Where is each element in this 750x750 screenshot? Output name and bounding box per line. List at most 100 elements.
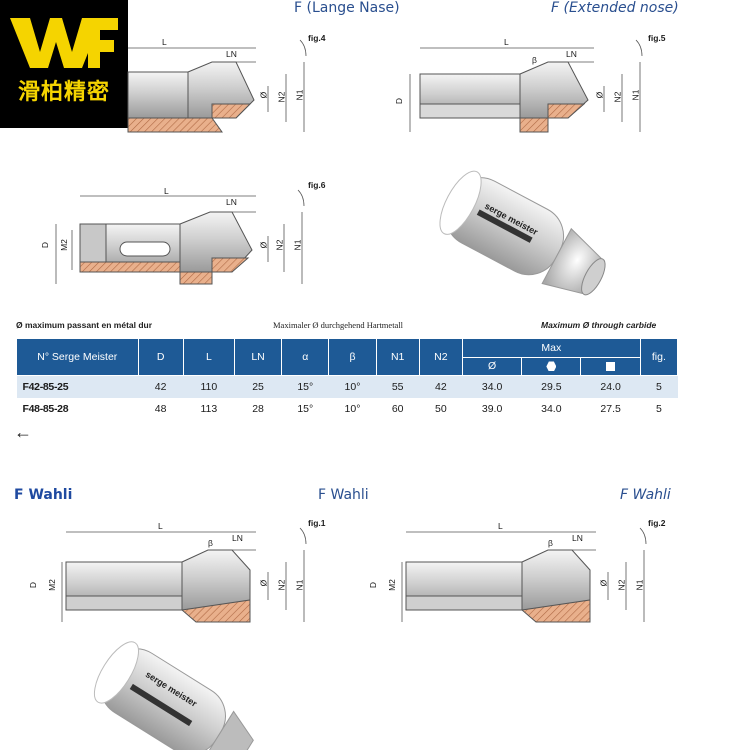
col-header-max-hex (521, 356, 582, 376)
fig6-drawing (55, 189, 305, 285)
hexagon-icon (546, 361, 557, 372)
fig5-drawing (409, 39, 643, 133)
logo-mark-icon (10, 18, 118, 68)
fig5-L-label: L (504, 37, 509, 47)
cell-alpha: 15° (297, 403, 314, 415)
cell-max-square: 27.5 (600, 403, 621, 415)
fig2-N1-label: N1 (634, 579, 645, 591)
cell-part: F48-85-28 (22, 403, 69, 415)
fig5-LN-label: LN (566, 49, 577, 59)
fig1-M2-label: M2 (46, 579, 57, 591)
logo-text: 滑柏精密 (17, 80, 110, 105)
cell-max-hex: 29.5 (521, 375, 581, 398)
brand-name-bottom: serge meister (143, 669, 199, 709)
fig2-D-label: D (368, 581, 379, 589)
fig2-N2-label: N2 (616, 579, 627, 591)
fig6-dia-label: Ø (258, 241, 269, 249)
cell-part: F42-85-25 (16, 375, 139, 398)
fig6-M2-label: M2 (58, 239, 69, 251)
fig6-N1-label: N1 (292, 239, 303, 251)
cell-L: 113 (200, 403, 218, 415)
square-icon (606, 361, 616, 371)
col-header-part: N° Serge Meister (16, 338, 139, 376)
cell-N1: 60 (391, 403, 404, 415)
fig2-dia-label: Ø (598, 579, 609, 587)
col-header-N2: N2 (418, 338, 463, 376)
fig2-beta-label: β (548, 538, 553, 548)
section1-header-en: F (Extended nose) (551, 0, 679, 16)
fig1-dia-label: Ø (258, 579, 269, 587)
spec-table: N° Serge Meister D L LN α β N1 N2 Max fi… (16, 338, 679, 420)
fig6-D-label: D (40, 241, 51, 249)
fig4-LN-label: LN (226, 49, 237, 59)
fig5-label: fig.5 (648, 33, 666, 43)
fig4-dia-label: Ø (258, 91, 269, 99)
brand-logo: 滑柏精密 (0, 0, 128, 128)
cell-N2: 50 (435, 403, 447, 415)
section2-header-de: F Wahli (318, 487, 369, 503)
fig1-LN-label: LN (232, 533, 243, 543)
col-header-max-square (580, 356, 641, 376)
drawing-labels-bottom: L LN β fig.1 D M2 Ø N2 N1 L LN β fig.2 D… (0, 500, 750, 750)
fig2-label: fig.2 (648, 518, 666, 528)
fig6-LN-label: LN (226, 197, 237, 207)
table-row: F48-85-28 48 113 28 15° 10° 60 50 39.0 3… (17, 398, 678, 420)
cell-max-dia: 34.0 (462, 375, 522, 398)
col-header-D: D (137, 338, 184, 376)
cell-D: 42 (138, 375, 184, 398)
brand-name-top: serge meister (483, 200, 540, 238)
cell-alpha: 15° (281, 375, 329, 398)
note-en: Maximum Ø through carbide (541, 320, 657, 330)
fig4-L-label: L (162, 37, 167, 47)
fig1-beta-label: β (208, 538, 213, 548)
col-header-max-dia: Ø (461, 356, 523, 376)
fig5-N2-label: N2 (612, 91, 623, 103)
fig2-L-label: L (498, 521, 503, 531)
fig1-D-label: D (28, 581, 39, 589)
back-arrow-icon[interactable]: ← (14, 422, 32, 442)
cell-beta: 10° (328, 375, 377, 398)
table-row: F42-85-25 42 110 25 15° 10° 55 42 34.0 2… (16, 375, 678, 398)
cell-LN: 25 (234, 375, 282, 398)
col-header-L: L (182, 338, 235, 376)
col-header-N1: N1 (375, 338, 420, 376)
cell-max-dia: 39.0 (481, 403, 503, 415)
fig5-dia-label: Ø (594, 91, 605, 99)
col-header-max: Max (461, 338, 641, 358)
fig4-drawing (127, 39, 307, 133)
collet-drawings-top (55, 39, 643, 296)
fig4-label: fig.4 (308, 33, 326, 43)
cell-fig: 5 (655, 403, 662, 415)
cell-max-square: 24.0 (580, 375, 641, 398)
collet-photo-top (439, 170, 606, 296)
fig2-LN-label: LN (572, 533, 583, 543)
fig2-drawing (401, 527, 647, 623)
fig5-D-label: D (394, 97, 405, 105)
cell-beta: 10° (344, 403, 361, 415)
cell-max-hex: 34.0 (541, 403, 562, 415)
fig4-N2-label: N2 (276, 91, 287, 103)
fig5-N1-label: N1 (630, 89, 641, 101)
fig6-N2-label: N2 (274, 239, 285, 251)
fig2-M2-label: M2 (386, 579, 397, 591)
fig4-N1-label: N1 (294, 89, 305, 101)
col-header-beta: β (328, 338, 377, 376)
col-header-LN: LN (233, 338, 283, 376)
fig1-N2-label: N2 (276, 579, 287, 591)
fig1-drawing (61, 527, 307, 623)
note-fr: Ø maximum passant en métal dur (16, 320, 153, 330)
cell-N1: 55 (376, 375, 420, 398)
collet-photo-bottom (93, 641, 254, 750)
col-header-alpha: α (281, 338, 330, 376)
drawing-labels-top: L LN fig.4 Ø N2 N1 L LN β fig.5 D Ø N2 N… (0, 0, 750, 320)
col-header-fig: fig. (639, 338, 679, 376)
cell-LN: 28 (252, 403, 264, 415)
section2-header-en: F Wahli (620, 487, 671, 503)
fig1-label: fig.1 (308, 518, 326, 528)
cell-fig: 5 (640, 375, 678, 398)
cell-L: 110 (183, 375, 235, 398)
section1-header-de: F (Lange Nase) (294, 0, 400, 16)
fig1-N1-label: N1 (294, 579, 305, 591)
note-de: Maximaler Ø durchgehend Hartmetall (273, 320, 404, 330)
fig6-label: fig.6 (308, 180, 326, 190)
